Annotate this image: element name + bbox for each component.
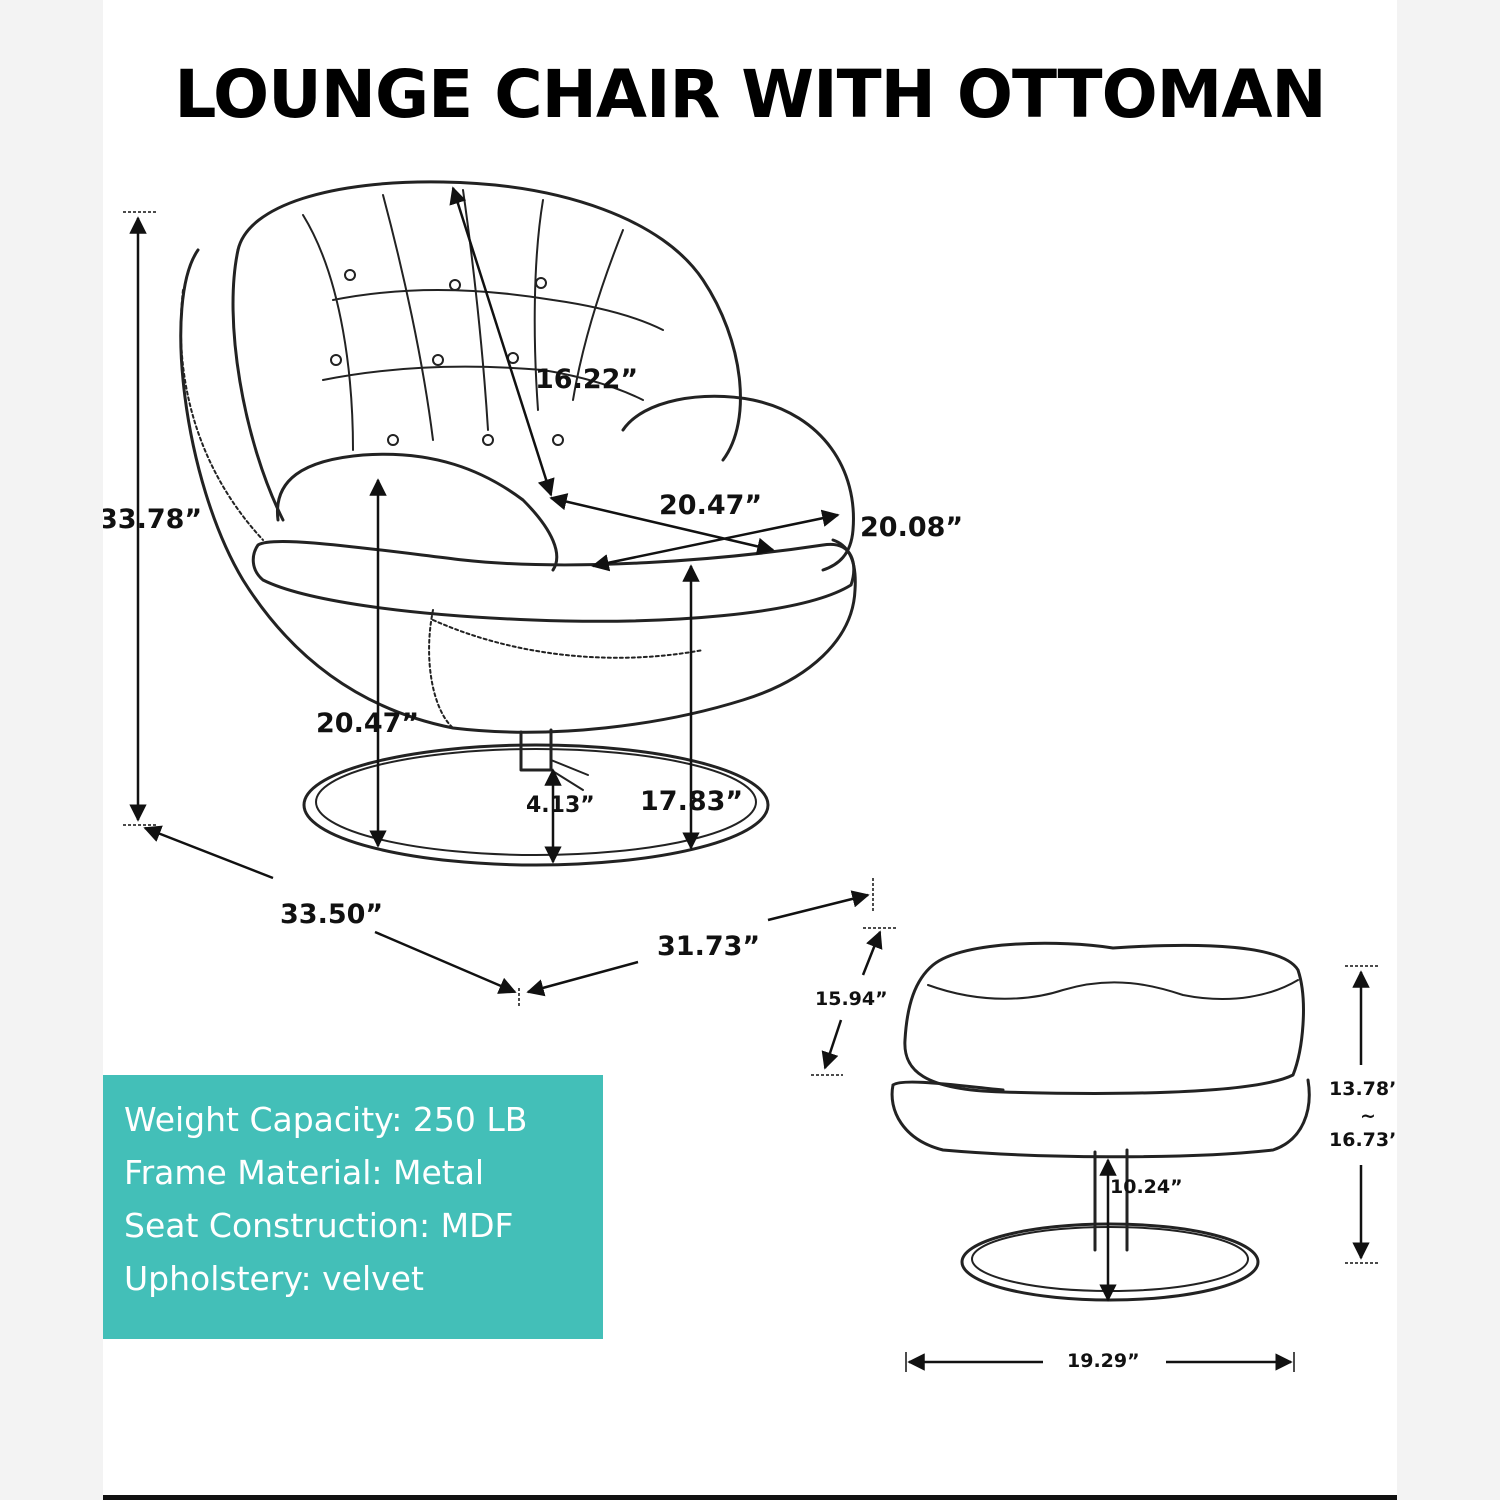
- product-diagram: LOUNGE CHAIR WITH OTTOMAN: [103, 0, 1397, 1500]
- tufting-lines: [302, 189, 664, 451]
- label-ottoman-depth: 15.94”: [815, 988, 888, 1010]
- label-arm-height: 20.47”: [316, 708, 420, 739]
- dim-line-seat-depth: [591, 509, 840, 572]
- lounge-chair-drawing: [179, 180, 857, 867]
- chair-seat-cushion: [251, 539, 856, 623]
- dim-line-chair-width-b: [374, 930, 517, 994]
- label-ottoman-width: 19.29”: [1067, 1350, 1140, 1372]
- chair-shell: [179, 248, 857, 734]
- ottoman-base-ring: [960, 1222, 1260, 1302]
- ottoman-lower-cushion: [890, 1078, 1311, 1159]
- chair-base-ring: [302, 743, 770, 867]
- chair-base-ring-inner: [315, 748, 757, 856]
- page-title: LOUNGE CHAIR WITH OTTOMAN: [174, 56, 1326, 133]
- dim-line-chair-depth-b: [767, 890, 870, 922]
- ottoman-drawing: [890, 941, 1311, 1302]
- ottoman-top-seam: [927, 979, 1299, 1000]
- label-ottoman-height-min: 13.78’: [1329, 1078, 1397, 1100]
- label-chair-depth: 31.73”: [657, 931, 761, 962]
- label-ottoman-stem: 10.24”: [1110, 1176, 1183, 1198]
- chair-stitching: [179, 289, 704, 729]
- line-art: [123, 180, 1378, 1372]
- ottoman-top-cushion: [903, 941, 1305, 1095]
- chair-left-arm: [275, 452, 559, 572]
- chair-dimension-lines: [123, 186, 874, 1008]
- spec-frame-material: Frame Material: Metal: [124, 1153, 485, 1192]
- chair-back: [236, 180, 742, 462]
- ottoman-stem: [1093, 1148, 1129, 1252]
- dim-line-chair-depth-a: [526, 960, 639, 997]
- spec-upholstery: Upholstery: velvet: [124, 1259, 424, 1298]
- dim-line-chair-width-a: [143, 825, 274, 880]
- chair-right-arm: [621, 394, 855, 572]
- spec-seat-construction: Seat Construction: MDF: [124, 1206, 514, 1245]
- label-seat-height: 17.83”: [640, 786, 744, 817]
- dim-line-ottoman-depth-a: [861, 930, 883, 976]
- label-seat-depth: 20.08”: [860, 512, 964, 543]
- label-back-height: 16.22”: [535, 364, 639, 395]
- ottoman-dimension-lines: [811, 927, 1378, 1372]
- label-total-height: 33.78”: [103, 504, 203, 535]
- ottoman-base-ring-inner: [971, 1226, 1249, 1292]
- dim-line-ottoman-depth-b: [821, 1019, 843, 1070]
- dim-line-back-height: [449, 186, 555, 497]
- bottom-rule: [103, 1495, 1397, 1500]
- label-chair-width: 33.50”: [280, 899, 384, 930]
- chair-back-inner: [231, 248, 285, 522]
- label-ottoman-height-max: 16.73’: [1329, 1129, 1397, 1151]
- label-seat-width: 20.47”: [659, 490, 763, 521]
- spec-weight-capacity: Weight Capacity: 250 LB: [124, 1100, 528, 1139]
- chair-base-spoke: [550, 759, 589, 791]
- label-ottoman-height-sep: ~: [1360, 1105, 1376, 1127]
- spec-box: Weight Capacity: 250 LB Frame Material: …: [103, 1075, 603, 1339]
- label-base-height: 4.13”: [526, 793, 595, 818]
